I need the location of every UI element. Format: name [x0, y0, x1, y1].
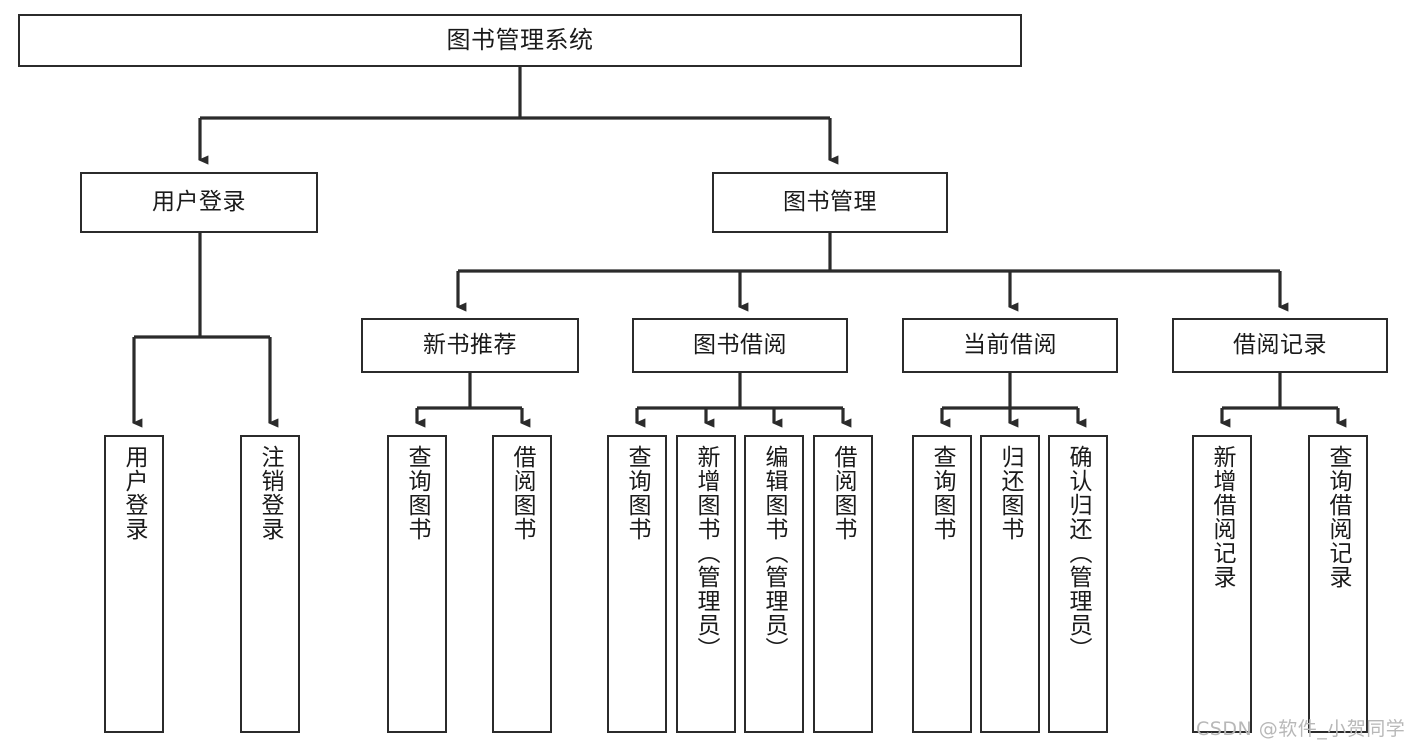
leaf-user-login-logout-label: 注销登录 [257, 445, 284, 541]
node-borrow-record[interactable]: 借阅记录 [1172, 318, 1388, 373]
leaf-current-confirm-return[interactable]: 确认归还（管理员） [1048, 435, 1108, 733]
leaf-borrow-add-book-label: 新增图书（管理员） [693, 445, 720, 661]
node-user-login[interactable]: 用户登录 [80, 172, 318, 233]
node-borrow-record-label: 借阅记录 [1233, 331, 1327, 358]
leaf-borrow-query-book-label: 查询图书 [624, 445, 651, 541]
leaf-record-add-record[interactable]: 新增借阅记录 [1192, 435, 1252, 733]
node-current-borrow[interactable]: 当前借阅 [902, 318, 1118, 373]
node-new-book-recommend-label: 新书推荐 [423, 331, 517, 358]
leaf-current-query-book[interactable]: 查询图书 [912, 435, 972, 733]
leaf-record-add-record-label: 新增借阅记录 [1209, 445, 1236, 589]
node-user-login-label: 用户登录 [152, 188, 246, 215]
node-book-management-label: 图书管理 [783, 188, 877, 215]
node-current-borrow-label: 当前借阅 [963, 331, 1057, 358]
leaf-borrow-add-book[interactable]: 新增图书（管理员） [676, 435, 736, 733]
leaf-recommend-query-book-label: 查询图书 [404, 445, 431, 541]
watermark-text: CSDN @软件_小贺同学 [1196, 718, 1405, 740]
leaf-borrow-edit-book[interactable]: 编辑图书（管理员） [744, 435, 804, 733]
leaf-record-query-record[interactable]: 查询借阅记录 [1308, 435, 1368, 733]
node-book-borrow-label: 图书借阅 [693, 331, 787, 358]
node-book-borrow[interactable]: 图书借阅 [632, 318, 848, 373]
node-root-label: 图书管理系统 [446, 26, 594, 55]
leaf-recommend-borrow-book[interactable]: 借阅图书 [492, 435, 552, 733]
leaf-borrow-edit-book-label: 编辑图书（管理员） [761, 445, 788, 661]
leaf-current-return-book[interactable]: 归还图书 [980, 435, 1040, 733]
leaf-recommend-query-book[interactable]: 查询图书 [387, 435, 447, 733]
leaf-borrow-query-book[interactable]: 查询图书 [607, 435, 667, 733]
leaf-user-login-login-label: 用户登录 [121, 445, 148, 541]
node-book-management[interactable]: 图书管理 [712, 172, 948, 233]
leaf-user-login-logout[interactable]: 注销登录 [240, 435, 300, 733]
leaf-current-confirm-return-label: 确认归还（管理员） [1065, 445, 1092, 661]
leaf-recommend-borrow-book-label: 借阅图书 [509, 445, 536, 541]
leaf-borrow-borrow-book[interactable]: 借阅图书 [813, 435, 873, 733]
leaf-record-query-record-label: 查询借阅记录 [1325, 445, 1352, 589]
node-root[interactable]: 图书管理系统 [18, 14, 1022, 67]
leaf-borrow-borrow-book-label: 借阅图书 [830, 445, 857, 541]
leaf-current-return-book-label: 归还图书 [997, 445, 1024, 541]
leaf-current-query-book-label: 查询图书 [929, 445, 956, 541]
leaf-user-login-login[interactable]: 用户登录 [104, 435, 164, 733]
node-new-book-recommend[interactable]: 新书推荐 [361, 318, 579, 373]
